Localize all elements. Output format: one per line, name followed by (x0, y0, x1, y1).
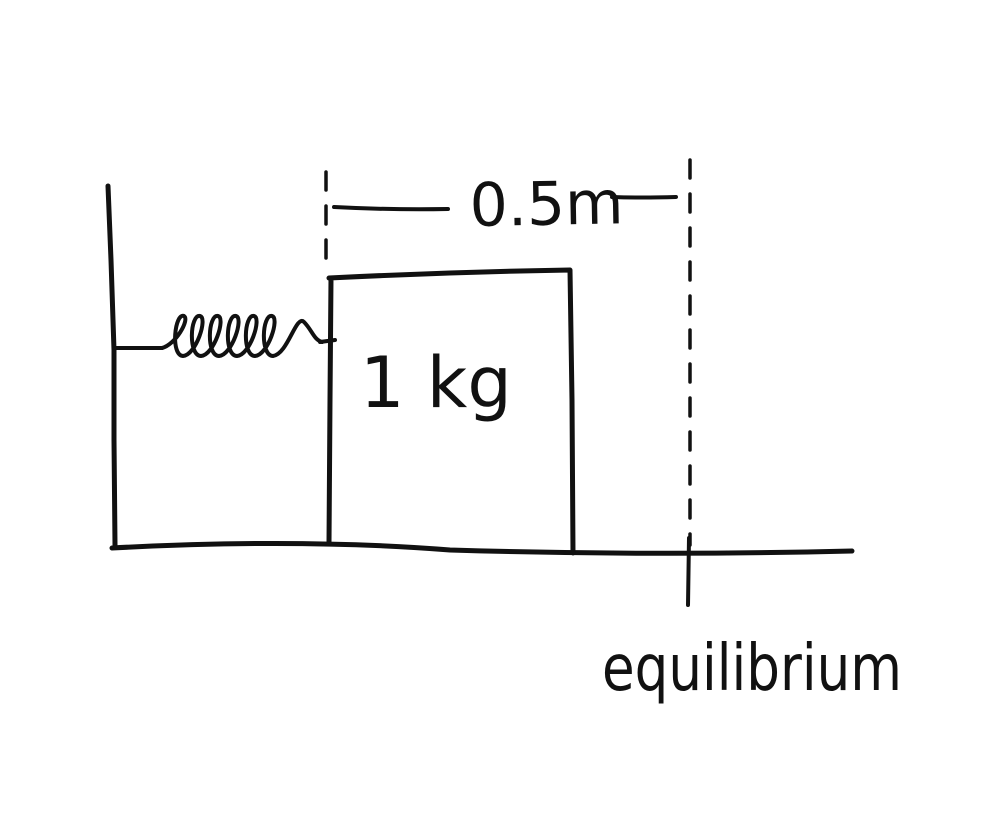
dimension-line-left (332, 205, 450, 212)
mass-block (326, 267, 576, 556)
spring-coil (160, 313, 324, 358)
displacement-label: 0.5m (469, 168, 624, 241)
mass-label: 1 kg (360, 342, 512, 424)
floor-line (109, 540, 855, 556)
dimension-line-right (610, 195, 678, 200)
equilibrium-label: equilibrium (602, 632, 902, 706)
equilibrium-tick (686, 536, 691, 607)
left-wall (105, 183, 118, 548)
